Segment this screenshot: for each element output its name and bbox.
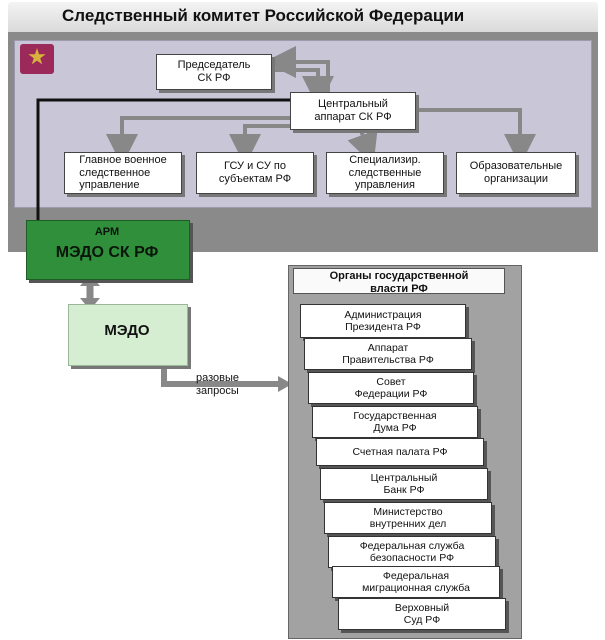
subunit-specialized: Специализир. следственные управления — [326, 152, 444, 194]
organ-item: Аппарат Правительства РФ — [304, 338, 472, 370]
organ-item: Счетная палата РФ — [316, 438, 484, 466]
organ-item: Верховный Суд РФ — [338, 598, 506, 630]
subunit-regional: ГСУ и СУ по субъектам РФ — [196, 152, 314, 194]
medo-organs-arrow — [161, 360, 282, 387]
subunit-military: Главное военное следственное управление — [64, 152, 182, 194]
organ-item: Центральный Банк РФ — [320, 468, 488, 500]
arm-name: МЭДО СК РФ — [55, 244, 159, 261]
chairman-central-arrow — [264, 46, 334, 108]
arm-label: АРМ — [94, 226, 120, 238]
central-apparatus-node: Центральный аппарат СК РФ — [290, 92, 416, 130]
central-arm-line — [26, 98, 292, 244]
organ-item: Федеральная миграционная служба — [332, 566, 500, 598]
requests-label: разовые запросы — [196, 372, 240, 398]
organ-item: Совет Федерации РФ — [308, 372, 474, 404]
organ-item: Администрация Президента РФ — [300, 304, 466, 338]
organ-item: Государственная Дума РФ — [312, 406, 478, 438]
central-subunits-arrows — [106, 108, 536, 166]
medo-label: МЭДО — [104, 322, 150, 339]
arm-medo-box — [26, 220, 190, 280]
organ-item: Федеральная служба безопасности РФ — [328, 536, 496, 568]
organs-header: Органы государственной власти РФ — [293, 268, 505, 295]
page-title: Следственный комитет Российской Федераци… — [62, 6, 465, 25]
organ-item: Министерство внутренних дел — [324, 502, 492, 534]
chairman-node: Председатель СК РФ — [156, 54, 272, 90]
header-band — [8, 2, 598, 34]
subunit-education: Образовательные организации — [456, 152, 576, 194]
medo-box — [68, 304, 188, 366]
